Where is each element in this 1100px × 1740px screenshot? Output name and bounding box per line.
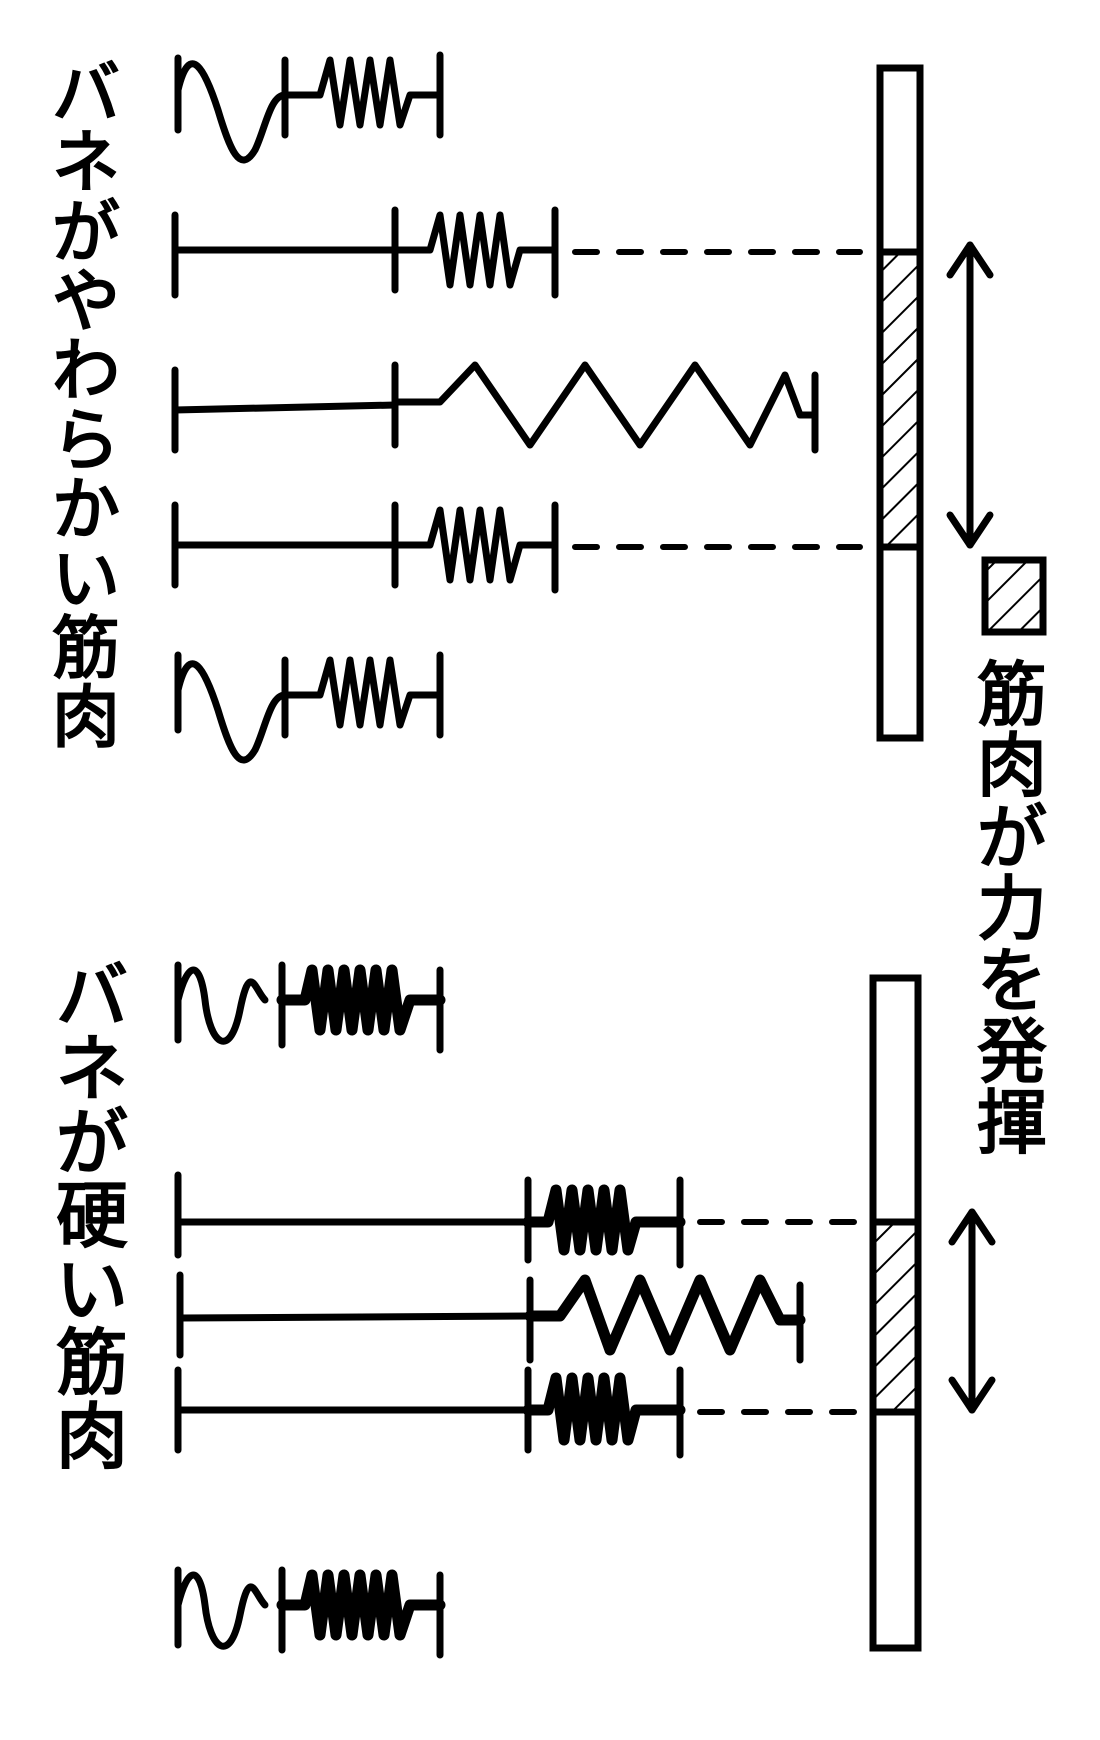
soft-muscle-bar: [876, 64, 924, 742]
double-headed-arrow-icon: [946, 241, 994, 549]
soft-fiber-taut-1: [171, 206, 863, 299]
double-headed-arrow-icon: [948, 1208, 996, 1414]
hatched-square-icon: [981, 556, 1047, 636]
soft-fiber-slack-top: [174, 51, 444, 164]
label-soft-muscle: バネがやわらかい筋肉: [51, 55, 120, 759]
soft-fiber-slack-bottom: [174, 651, 444, 764]
hard-muscle-bar: [869, 974, 922, 1652]
soft-fiber-stretched: [171, 361, 819, 454]
hard-muscle-group: [174, 961, 996, 1659]
hard-fiber-taut-2: [174, 1366, 863, 1459]
soft-fiber-taut-2: [171, 501, 863, 594]
hard-fiber-slack-bottom: [174, 1566, 446, 1659]
hard-fiber-slack-top: [174, 961, 446, 1054]
label-hard-muscle: バネが硬い筋肉: [55, 954, 128, 1479]
soft-muscle-group: [171, 51, 994, 764]
hard-fiber-taut-1: [174, 1171, 863, 1269]
legend-label: 筋肉が力を発揮: [977, 654, 1047, 1165]
hard-fiber-stretched: [176, 1271, 806, 1364]
